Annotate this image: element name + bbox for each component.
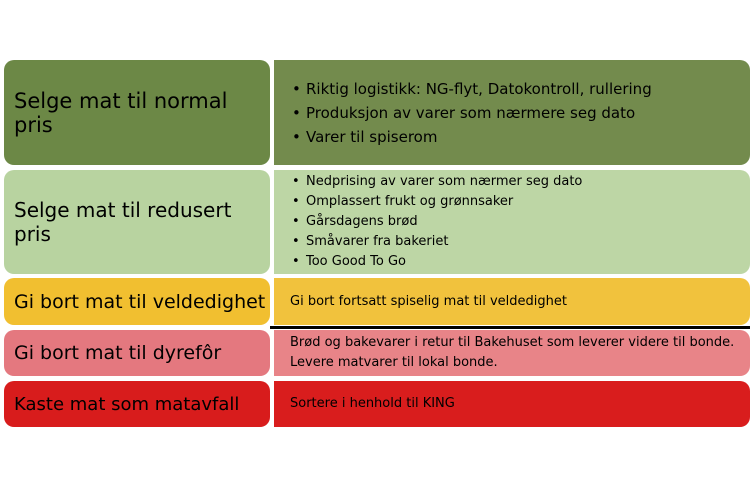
description-normal-price: Riktig logistikk: NG-flyt, Datokontroll,… (274, 60, 750, 165)
list-item: Nedprising av varer som nærmer seg dato (292, 172, 750, 192)
category-label-food-waste: Kaste mat som matavfall (4, 381, 270, 427)
category-label-text: Selge mat til redusert pris (14, 198, 232, 246)
row-normal-price: Selge mat til normal pris Riktig logisti… (4, 60, 750, 165)
list-item: Riktig logistikk: NG-flyt, Datokontroll,… (292, 77, 750, 101)
row-charity: Gi bort mat til veldedighet Gi bort fort… (4, 278, 750, 325)
description-line: Brød og bakevarer i retur til Bakehuset … (290, 335, 735, 350)
row-animal-feed: Gi bort mat til dyrefôr Brød og bakevare… (4, 330, 750, 376)
description-line: Levere matvarer til lokal bonde. (290, 355, 498, 370)
description-line: Sortere i henhold til KING (290, 396, 455, 411)
category-label-text: Gi bort mat til veldedighet (14, 290, 266, 313)
description-charity: Gi bort fortsatt spiselig mat til velded… (274, 278, 750, 325)
description-reduced-price: Nedprising av varer som nærmer seg dato … (274, 170, 750, 274)
list-item: Småvarer fra bakeriet (292, 232, 750, 252)
list-item: Gårsdagens brød (292, 212, 750, 232)
category-label-charity: Gi bort mat til veldedighet (4, 278, 270, 325)
description-food-waste: Sortere i henhold til KING (274, 381, 750, 427)
category-label-text: Gi bort mat til dyrefôr (14, 342, 222, 364)
bullet-list: Nedprising av varer som nærmer seg dato … (292, 172, 750, 272)
description-line: Gi bort fortsatt spiselig mat til velded… (290, 293, 567, 309)
category-label-animal-feed: Gi bort mat til dyrefôr (4, 330, 270, 376)
category-label-text: Kaste mat som matavfall (14, 393, 240, 415)
list-item: Produksjon av varer som nærmere seg dato (292, 101, 750, 125)
row-reduced-price: Selge mat til redusert pris Nedprising a… (4, 170, 750, 274)
section-divider (270, 326, 750, 329)
list-item: Omplassert frukt og grønnsaker (292, 192, 750, 212)
description-animal-feed: Brød og bakevarer i retur til Bakehuset … (274, 330, 750, 376)
bullet-list: Riktig logistikk: NG-flyt, Datokontroll,… (292, 77, 750, 149)
list-item: Varer til spiserom (292, 125, 750, 149)
category-label-text: Selge mat til normal pris (14, 88, 228, 137)
category-label-reduced-price: Selge mat til redusert pris (4, 170, 270, 274)
row-food-waste: Kaste mat som matavfall Sortere i henhol… (4, 381, 750, 427)
list-item: Too Good To Go (292, 252, 750, 272)
category-label-normal-price: Selge mat til normal pris (4, 60, 270, 165)
